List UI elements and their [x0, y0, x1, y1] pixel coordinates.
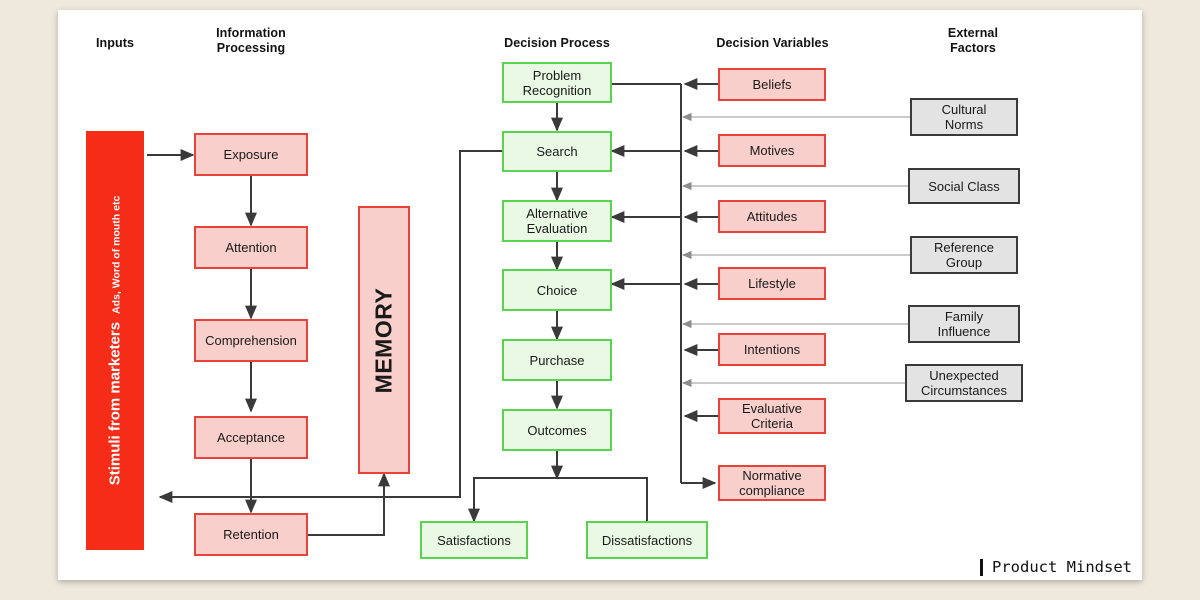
- stimuli-bar: Stimuli from marketers Ads, Word of mout…: [86, 131, 144, 550]
- node-lifestyle[interactable]: Lifestyle: [718, 267, 826, 300]
- stimuli-text-wrap: Stimuli from marketers Ads, Word of mout…: [107, 196, 124, 486]
- node-acceptance[interactable]: Acceptance: [194, 416, 308, 459]
- node-attitudes[interactable]: Attitudes: [718, 200, 826, 233]
- node-alternative-evaluation[interactable]: Alternative Evaluation: [502, 200, 612, 242]
- column-title-external-factors: External Factors: [947, 26, 999, 55]
- node-attitudes-label: Attitudes: [746, 209, 798, 224]
- column-title-decision-process: Decision Process: [504, 36, 610, 50]
- node-satisfactions-label: Satisfactions: [437, 532, 511, 548]
- node-retention[interactable]: Retention: [194, 513, 308, 556]
- footer-bar-icon: [980, 558, 984, 576]
- node-problem-recognition[interactable]: Problem Recognition: [502, 62, 612, 103]
- node-search[interactable]: Search: [502, 131, 612, 172]
- node-memory-label: MEMORY: [370, 287, 397, 393]
- stimuli-subtitle: Ads, Word of mouth etc: [110, 195, 123, 314]
- node-beliefs[interactable]: Beliefs: [718, 68, 826, 101]
- node-family-influence-label: Family Influence: [937, 309, 991, 339]
- node-attention[interactable]: Attention: [194, 226, 308, 269]
- column-title-decision-variables: Decision Variables: [716, 36, 829, 50]
- node-alternative-evaluation-label: Alternative Evaluation: [526, 206, 588, 236]
- node-exposure-label: Exposure: [223, 147, 279, 162]
- node-reference-group[interactable]: Reference Group: [910, 236, 1018, 274]
- node-motives-label: Motives: [749, 143, 795, 158]
- node-satisfactions[interactable]: Satisfactions: [420, 521, 528, 559]
- node-dissatisfactions[interactable]: Dissatisfactions: [586, 521, 708, 559]
- node-purchase[interactable]: Purchase: [502, 339, 612, 381]
- node-social-class-label: Social Class: [928, 178, 1000, 194]
- node-normative-compliance-label: Normative compliance: [739, 468, 805, 498]
- column-title-information-processing: Information Processing: [216, 26, 286, 55]
- node-choice[interactable]: Choice: [502, 269, 612, 311]
- node-evaluative-criteria-label: Evaluative Criteria: [742, 401, 802, 431]
- node-intentions[interactable]: Intentions: [718, 333, 826, 366]
- node-purchase-label: Purchase: [529, 352, 585, 368]
- node-family-influence[interactable]: Family Influence: [908, 305, 1020, 343]
- node-reference-group-label: Reference Group: [934, 240, 994, 270]
- node-cultural-norms-label: Cultural Norms: [941, 102, 987, 132]
- node-exposure[interactable]: Exposure: [194, 133, 308, 176]
- node-outcomes-label: Outcomes: [527, 422, 587, 438]
- node-unexpected-circumstances[interactable]: Unexpected Circumstances: [905, 364, 1023, 402]
- node-comprehension-label: Comprehension: [205, 333, 297, 348]
- node-normative-compliance[interactable]: Normative compliance: [718, 465, 826, 501]
- node-memory[interactable]: MEMORY: [358, 206, 410, 474]
- node-evaluative-criteria[interactable]: Evaluative Criteria: [718, 398, 826, 434]
- node-search-label: Search: [536, 144, 578, 159]
- node-dissatisfactions-label: Dissatisfactions: [601, 532, 693, 548]
- column-title-inputs: Inputs: [95, 36, 135, 50]
- node-motives[interactable]: Motives: [718, 134, 826, 167]
- node-comprehension[interactable]: Comprehension: [194, 319, 308, 362]
- node-lifestyle-label: Lifestyle: [748, 276, 796, 291]
- node-unexpected-circumstances-label: Unexpected Circumstances: [921, 368, 1007, 398]
- stimuli-title: Stimuli from marketers: [106, 321, 124, 486]
- footer-brand: Product Mindset: [980, 558, 1132, 576]
- node-intentions-label: Intentions: [743, 342, 801, 357]
- node-beliefs-label: Beliefs: [752, 77, 792, 92]
- node-acceptance-label: Acceptance: [217, 430, 285, 445]
- node-cultural-norms[interactable]: Cultural Norms: [910, 98, 1018, 136]
- footer-brand-label: Product Mindset: [992, 558, 1132, 576]
- node-attention-label: Attention: [225, 240, 277, 255]
- node-outcomes[interactable]: Outcomes: [502, 409, 612, 451]
- node-choice-label: Choice: [536, 282, 578, 298]
- node-retention-label: Retention: [223, 527, 279, 542]
- node-social-class[interactable]: Social Class: [908, 168, 1020, 204]
- node-problem-recognition-label: Problem Recognition: [522, 67, 592, 98]
